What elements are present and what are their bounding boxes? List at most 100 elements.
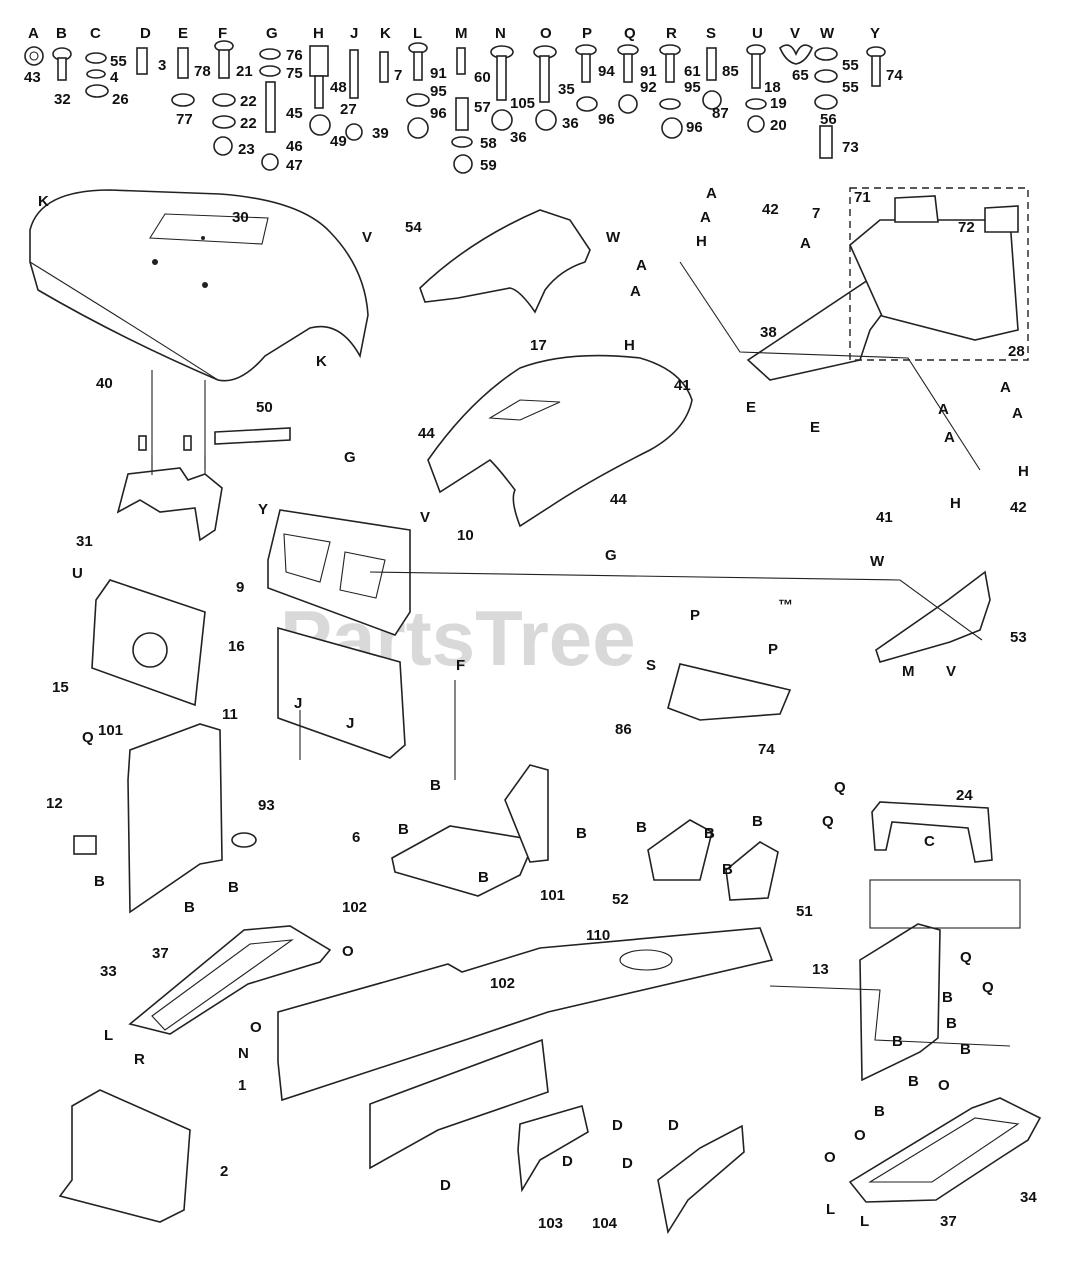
part-label: 41 [674,377,691,394]
frame-part [277,927,774,1102]
callout-letter: J [346,715,354,732]
callout-letter: B [704,825,715,842]
part-label: 6 [352,829,360,846]
hw-Q-nut [618,94,638,114]
part-label: 74 [758,741,775,758]
washer-part [231,832,257,848]
callout-letter: B [576,825,587,842]
hw-W-nut [814,94,838,110]
hw-G-nut [261,153,279,171]
callout-letter: B [94,873,105,890]
hw-num: 48 [330,79,347,96]
callout-letter: D [440,1177,451,1194]
callout-letter: O [854,1127,866,1144]
part-label: 44 [418,425,435,442]
callout-letter: B [430,777,441,794]
callout-letter: B [960,1041,971,1058]
hw-num: 22 [240,93,257,110]
callout-letter: B [184,899,195,916]
callout-letter: L [826,1201,835,1218]
callout-letter: J [294,695,302,712]
mount-plate-part [391,825,537,897]
hw-num: 47 [286,157,303,174]
callout-letter: H [624,337,635,354]
kit-outline [849,187,1029,361]
hw-S-bolt [706,47,717,81]
pin-part [183,435,192,451]
part-label: 101 [98,722,123,739]
part-label: 34 [1020,1189,1037,1206]
hw-num: 26 [112,91,129,108]
hw-letter-Q: Q [624,25,636,42]
side-bracket-part [127,723,223,914]
part-label: 102 [342,899,367,916]
hw-letter-B: B [56,25,67,42]
hw-U-nut [747,115,765,133]
hw-L-washer [406,93,430,107]
part-label: 101 [540,887,565,904]
hw-N-nut [491,109,513,131]
hw-letter-C: C [90,25,101,42]
hw-num: 78 [194,63,211,80]
bracket-part [984,205,1019,233]
hw-num: 73 [842,139,859,156]
callout-letter: Y [258,501,268,518]
part-label: 37 [940,1213,957,1230]
part-label: 86 [615,721,632,738]
hw-letter-Y: Y [870,25,880,42]
part-label: 17 [530,337,547,354]
hw-letter-V: V [790,25,800,42]
fender-part [875,570,991,663]
hw-num: 91 [430,65,447,82]
part-label: 1 [238,1077,246,1094]
hw-letter-G: G [266,25,278,42]
hw-num: 96 [598,111,615,128]
hw-num: 95 [430,83,447,100]
hw-letter-R: R [666,25,677,42]
callout-letter: V [362,229,372,246]
hw-letter-A: A [28,25,39,42]
part-label: 33 [100,963,117,980]
callout-letter: K [38,193,49,210]
part-label: 28 [1008,343,1025,360]
hw-W-washer-2 [814,69,838,83]
bracket-part [657,1124,745,1235]
hw-num: 95 [684,79,701,96]
hw-num: 46 [286,138,303,155]
rear-bracket-part [871,801,993,863]
callout-letter: R [134,1051,145,1068]
hw-C-washer [85,52,107,64]
callout-letter: S [646,657,656,674]
hw-num: 45 [286,105,303,122]
part-label: 15 [52,679,69,696]
frame-side-part [369,1038,549,1170]
callout-letter: B [874,1103,885,1120]
callout-letter: U [72,565,83,582]
part-label: 52 [612,891,629,908]
side-panel-part [419,209,591,314]
part-label: 10 [457,527,474,544]
part-label: 104 [592,1215,618,1232]
clip-part [73,835,97,855]
hw-num: 94 [598,63,615,80]
hw-F-washer-2 [212,115,236,129]
callout-letter: D [612,1117,623,1134]
callout-letter: E [746,399,756,416]
hw-num: 92 [640,79,657,96]
hw-num: 55 [110,53,127,70]
watermark-tm: ™ [778,597,793,614]
hw-num: 65 [792,67,809,84]
front-grille-part [58,1089,191,1223]
hw-num: 75 [286,65,303,82]
hw-letter-L: L [413,25,422,42]
hood-bracket-part [116,467,223,542]
callout-letter: W [870,553,885,570]
callout-letter: B [908,1073,919,1090]
callout-letter: K [316,353,327,370]
hw-R-nut [661,117,683,139]
hw-letter-F: F [218,25,227,42]
callout-letter: B [752,813,763,830]
callout-letter: B [892,1033,903,1050]
hw-N-bolt [496,55,507,101]
callout-letter: V [946,663,956,680]
